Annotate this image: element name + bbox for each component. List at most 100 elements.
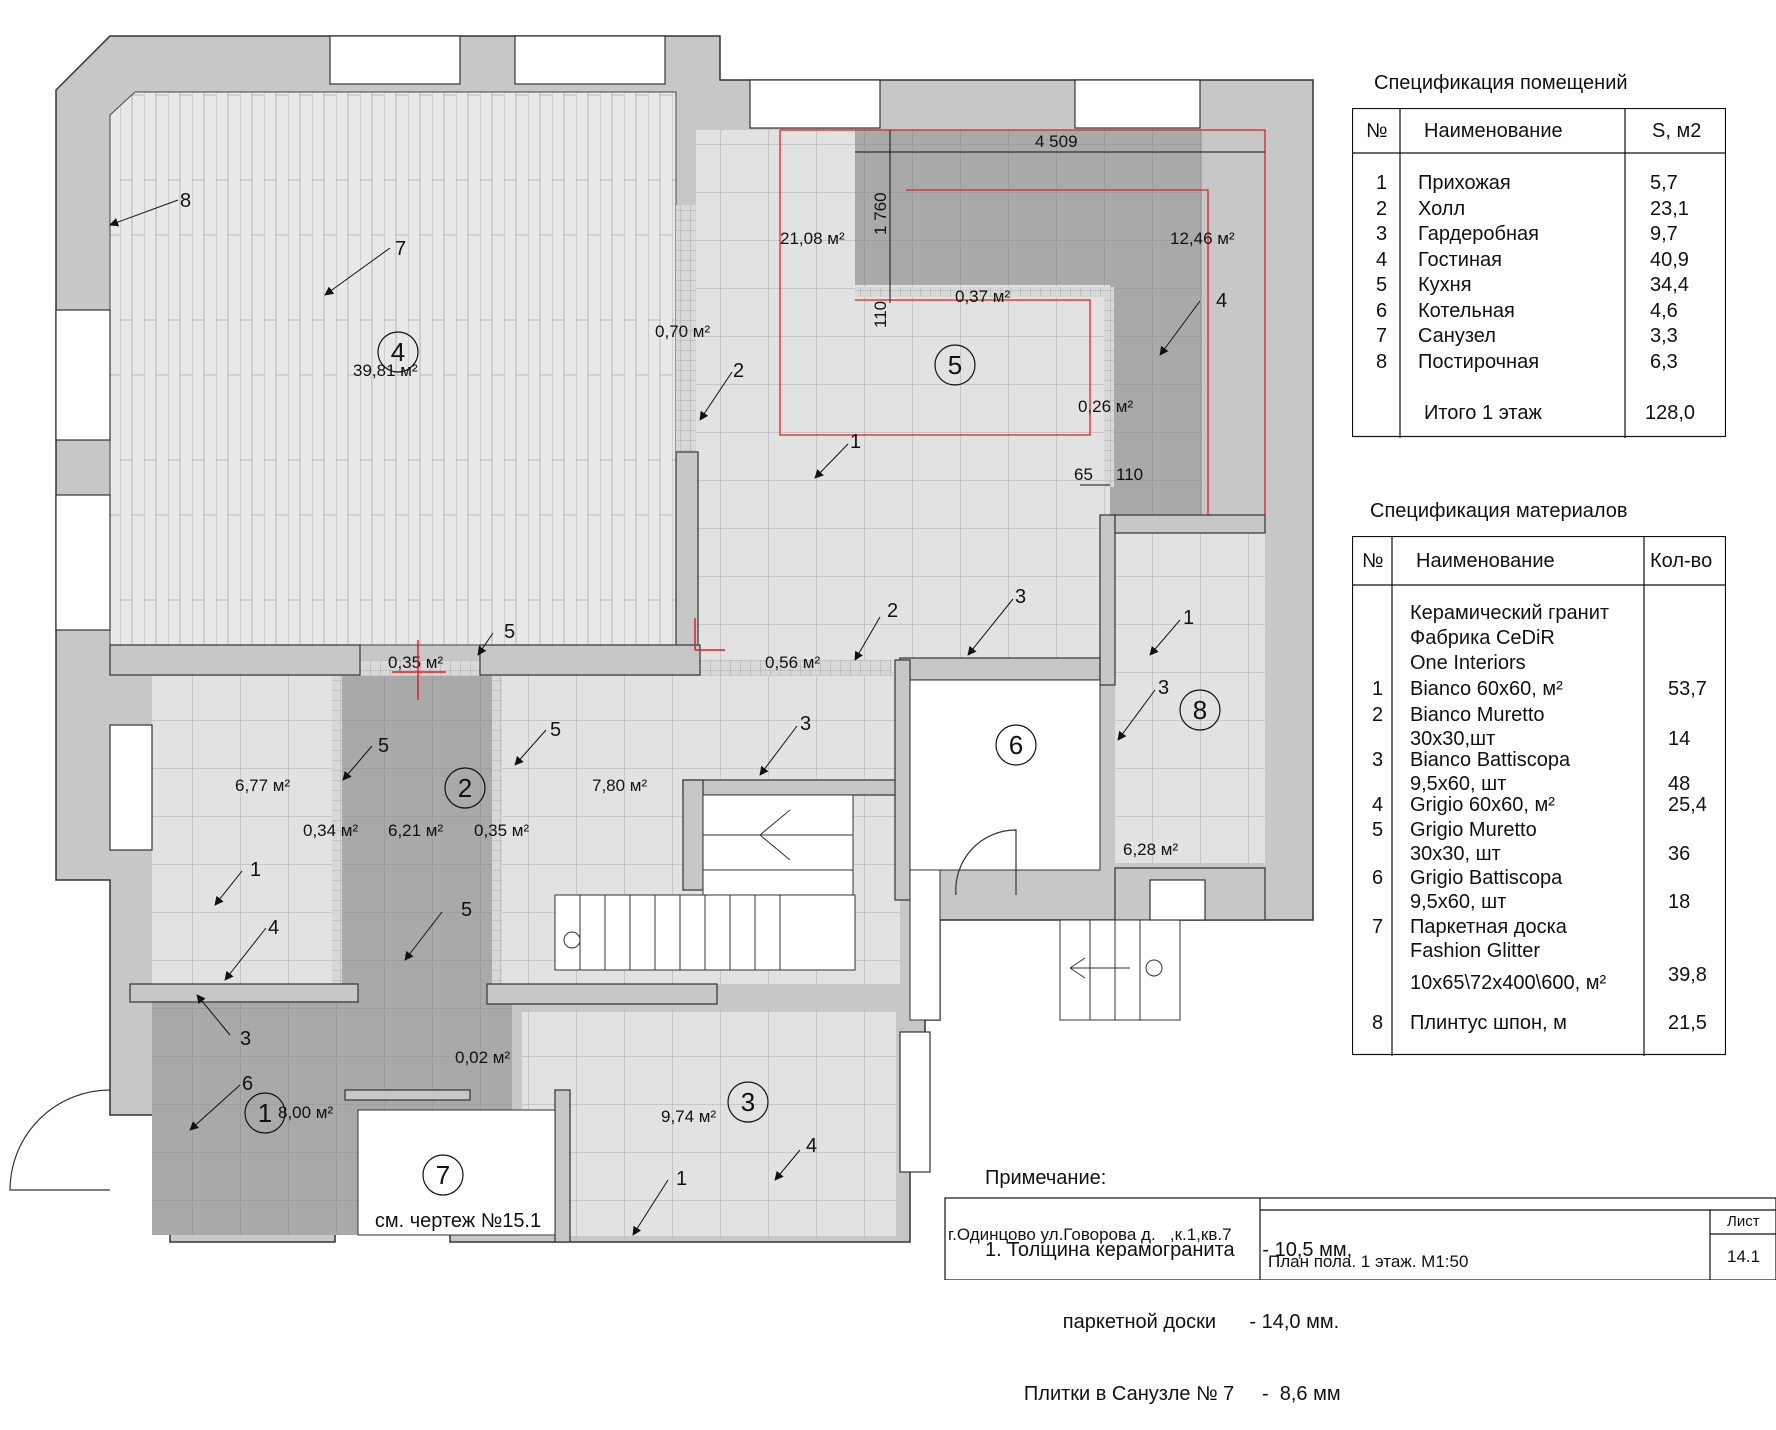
material-row-number: 6 — [1372, 867, 1384, 889]
dimension-label: 110 — [871, 301, 890, 328]
materials-table-header-name: Наименование — [1416, 550, 1555, 572]
title-block-address: г.Одинцово ул.Говорова д. ,к.1,кв.7 — [948, 1225, 1232, 1244]
room-numbers: 1 2 3 4 5 6 7 8 см. чертеж №15.1 — [258, 337, 1207, 1232]
area-label: 0,34 м² — [303, 821, 358, 840]
room-number: 6 — [1009, 730, 1023, 760]
rooms-spec-title: Спецификация помещений — [1374, 72, 1628, 94]
material-row-name-line: 9,5x60, шт — [1410, 891, 1507, 913]
material-leaders — [109, 199, 1201, 1236]
material-row-name-line: 30x30, шт — [1410, 843, 1501, 865]
room-row-number: 5 — [1376, 274, 1388, 296]
area-label: 9,74 м² — [661, 1107, 716, 1126]
leader-number: 3 — [240, 1028, 251, 1050]
room-number: 8 — [1193, 695, 1207, 725]
leader-number: 3 — [1015, 586, 1026, 608]
notes-line: паркетной доски - 14,0 мм. — [985, 1311, 1340, 1333]
title-block-sheet-number: 14.1 — [1727, 1247, 1761, 1266]
material-row-number: 3 — [1372, 749, 1384, 771]
leader-number: 4 — [806, 1135, 817, 1157]
red-arrows — [392, 618, 725, 700]
material-row-name-line: Паркетная доска — [1410, 916, 1567, 938]
material-row-name-line: 9,5x60, шт — [1410, 773, 1507, 795]
room7-note: см. чертеж №15.1 — [375, 1210, 541, 1232]
leader-number: 3 — [800, 713, 811, 735]
room-number: 3 — [741, 1087, 755, 1117]
room-row-number: 4 — [1376, 248, 1388, 271]
floor-plan: 1 2 3 4 5 6 7 8 см. чертеж №15.1 39,81 м… — [9, 35, 1776, 1280]
dimension-label: 1 760 — [871, 192, 890, 235]
title-block-drawing-title: План пола. 1 этаж. М1:50 — [1268, 1252, 1469, 1271]
material-row-qty: 25,4 — [1668, 794, 1707, 816]
material-row-number: 4 — [1372, 794, 1384, 816]
room-row-number: 1 — [1376, 172, 1388, 194]
area-label: 6,21 м² — [388, 821, 443, 840]
material-row-number: 8 — [1372, 1012, 1384, 1034]
room-number: 1 — [258, 1098, 272, 1128]
material-row-name-line: Bianco Muretto — [1410, 704, 1545, 726]
material-row-number: 1 — [1372, 678, 1384, 700]
room-row-number: 7 — [1376, 325, 1388, 347]
material-row-name-line: Grigio 60x60, м² — [1410, 794, 1555, 816]
materials-intro-1: Керамический гранит — [1410, 602, 1610, 624]
room-row-name: Кухня — [1418, 274, 1472, 296]
area-label: 8,00 м² — [278, 1103, 333, 1122]
material-row-number: 5 — [1372, 819, 1384, 841]
leader-number: 3 — [1158, 677, 1169, 699]
room-row-name: Гардеробная — [1418, 223, 1539, 245]
dimension-labels: 4 509 1 760 110 65 110 — [871, 132, 1143, 484]
material-row-qty: 53,7 — [1668, 678, 1707, 700]
room-row-area: 40,9 — [1650, 248, 1689, 271]
notes-line: Плитки в Санузле № 7 - 8,6 мм — [985, 1383, 1341, 1405]
material-leader-numbers: 8 7 2 4 1 5 2 3 1 3 5 3 5 5 1 4 3 6 4 1 — [180, 190, 1227, 1190]
materials-table-header-qty: Кол-во — [1650, 550, 1713, 572]
material-row-qty: 48 — [1668, 773, 1691, 795]
material-row-name-line: Bianco Battiscopa — [1410, 749, 1571, 771]
material-row-name-line: Grigio Battiscopa — [1410, 867, 1563, 889]
leader-number: 5 — [461, 899, 472, 921]
material-row-qty: 14 — [1668, 728, 1691, 750]
material-row-qty: 39,8 — [1668, 964, 1707, 986]
room-row-name: Прихожая — [1418, 172, 1511, 194]
room-number: 4 — [391, 337, 405, 367]
title-block-sheet-label: Лист — [1727, 1213, 1760, 1230]
leader-number: 2 — [887, 600, 898, 622]
leader-number: 4 — [1216, 290, 1227, 312]
material-row-name-line: Плинтус шпон, м — [1410, 1012, 1567, 1034]
room-row-name: Постирочная — [1418, 350, 1540, 373]
area-label: 0,02 м² — [455, 1048, 510, 1067]
notes-title: Примечание: — [985, 1167, 1107, 1189]
rooms-total-value: 128,0 — [1645, 402, 1696, 424]
leader-number: 1 — [676, 1168, 687, 1190]
material-row-qty: 21,5 — [1668, 1012, 1707, 1034]
area-label: 0,56 м² — [765, 653, 820, 672]
leader-number: 7 — [395, 238, 406, 260]
area-label: 0,37 м² — [955, 287, 1010, 306]
rooms-table-header-name: Наименование — [1424, 120, 1563, 142]
leader-number: 4 — [268, 917, 279, 939]
area-label: 0,26 м² — [1078, 397, 1133, 416]
material-row-name-line: Bianco 60x60, м² — [1410, 678, 1563, 700]
area-label: 0,35 м² — [474, 821, 529, 840]
room-row-area: 6,3 — [1650, 350, 1678, 373]
material-row-qty: 18 — [1668, 891, 1691, 913]
leader-number: 6 — [242, 1073, 253, 1095]
dimension-lines — [855, 130, 1265, 486]
area-labels: 39,81 м² 21,08 м² 12,46 м² 0,70 м² 0,37 … — [235, 229, 1235, 1126]
area-label: 0,35 м² — [388, 653, 443, 672]
room-row-area: 9,7 — [1650, 223, 1678, 245]
room-number: 2 — [458, 773, 472, 803]
material-row-name-line: Fashion Glitter — [1410, 940, 1541, 962]
materials-table: № Наименование Кол-во Керамический грани… — [1351, 535, 1727, 1061]
material-row-qty: 36 — [1668, 843, 1691, 865]
leader-number: 1 — [850, 431, 861, 453]
staircase — [554, 794, 1181, 1021]
area-label: 12,46 м² — [1170, 229, 1235, 248]
leader-number: 5 — [504, 621, 515, 643]
room-row-number: 3 — [1376, 223, 1388, 245]
room-row-area: 34,4 — [1650, 274, 1689, 296]
leader-number: 2 — [733, 360, 744, 382]
materials-table-header-no: № — [1362, 550, 1384, 572]
leader-number: 5 — [550, 719, 561, 741]
room-row-area: 5,7 — [1650, 172, 1678, 194]
